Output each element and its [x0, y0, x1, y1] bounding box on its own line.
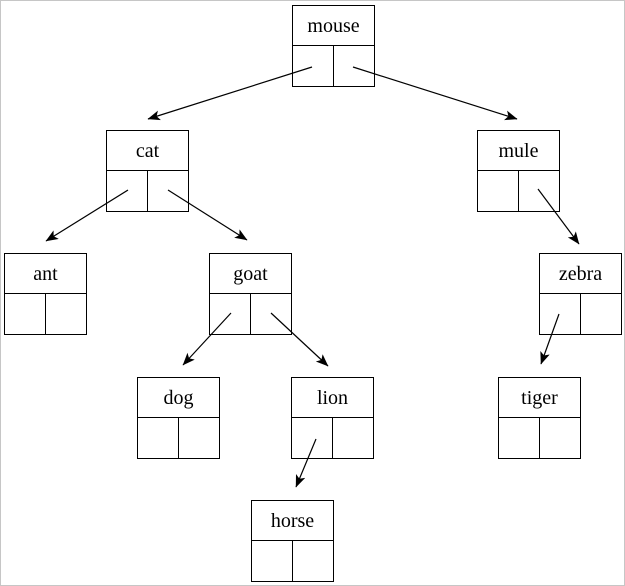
right-pointer-cell: [178, 418, 219, 458]
node-pointer-cells: [293, 46, 374, 86]
node-pointer-cells: [292, 418, 373, 458]
node-label: mule: [478, 131, 559, 171]
left-pointer-cell: [478, 171, 518, 211]
node-label: cat: [107, 131, 188, 171]
right-pointer-cell: [292, 541, 333, 581]
right-pointer-cell: [333, 46, 374, 86]
tree-node-lion: lion: [291, 377, 374, 459]
node-label: ant: [5, 254, 86, 294]
left-pointer-cell: [293, 46, 333, 86]
left-pointer-cell: [252, 541, 292, 581]
right-pointer-cell: [518, 171, 559, 211]
tree-node-mule: mule: [477, 130, 560, 212]
right-pointer-cell: [45, 294, 86, 334]
right-pointer-cell: [580, 294, 621, 334]
node-label: goat: [210, 254, 291, 294]
left-pointer-cell: [210, 294, 250, 334]
node-label: mouse: [293, 6, 374, 46]
left-pointer-cell: [138, 418, 178, 458]
tree-node-goat: goat: [209, 253, 292, 335]
node-pointer-cells: [499, 418, 580, 458]
node-pointer-cells: [210, 294, 291, 334]
node-label: tiger: [499, 378, 580, 418]
tree-node-mouse: mouse: [292, 5, 375, 87]
left-pointer-cell: [292, 418, 332, 458]
right-pointer-cell: [250, 294, 291, 334]
left-pointer-cell: [5, 294, 45, 334]
left-pointer-cell: [540, 294, 580, 334]
node-label: horse: [252, 501, 333, 541]
edge-mouse-cat: [147, 66, 313, 121]
node-label: dog: [138, 378, 219, 418]
left-pointer-cell: [499, 418, 539, 458]
edge-mouse-mule: [352, 66, 518, 121]
node-label: lion: [292, 378, 373, 418]
right-pointer-cell: [332, 418, 373, 458]
left-pointer-cell: [107, 171, 147, 211]
node-pointer-cells: [540, 294, 621, 334]
node-pointer-cells: [138, 418, 219, 458]
node-pointer-cells: [5, 294, 86, 334]
right-pointer-cell: [147, 171, 188, 211]
tree-node-zebra: zebra: [539, 253, 622, 335]
node-pointer-cells: [478, 171, 559, 211]
node-label: zebra: [540, 254, 621, 294]
tree-node-horse: horse: [251, 500, 334, 582]
node-pointer-cells: [107, 171, 188, 211]
right-pointer-cell: [539, 418, 580, 458]
node-pointer-cells: [252, 541, 333, 581]
tree-node-tiger: tiger: [498, 377, 581, 459]
tree-node-dog: dog: [137, 377, 220, 459]
tree-node-ant: ant: [4, 253, 87, 335]
tree-node-cat: cat: [106, 130, 189, 212]
